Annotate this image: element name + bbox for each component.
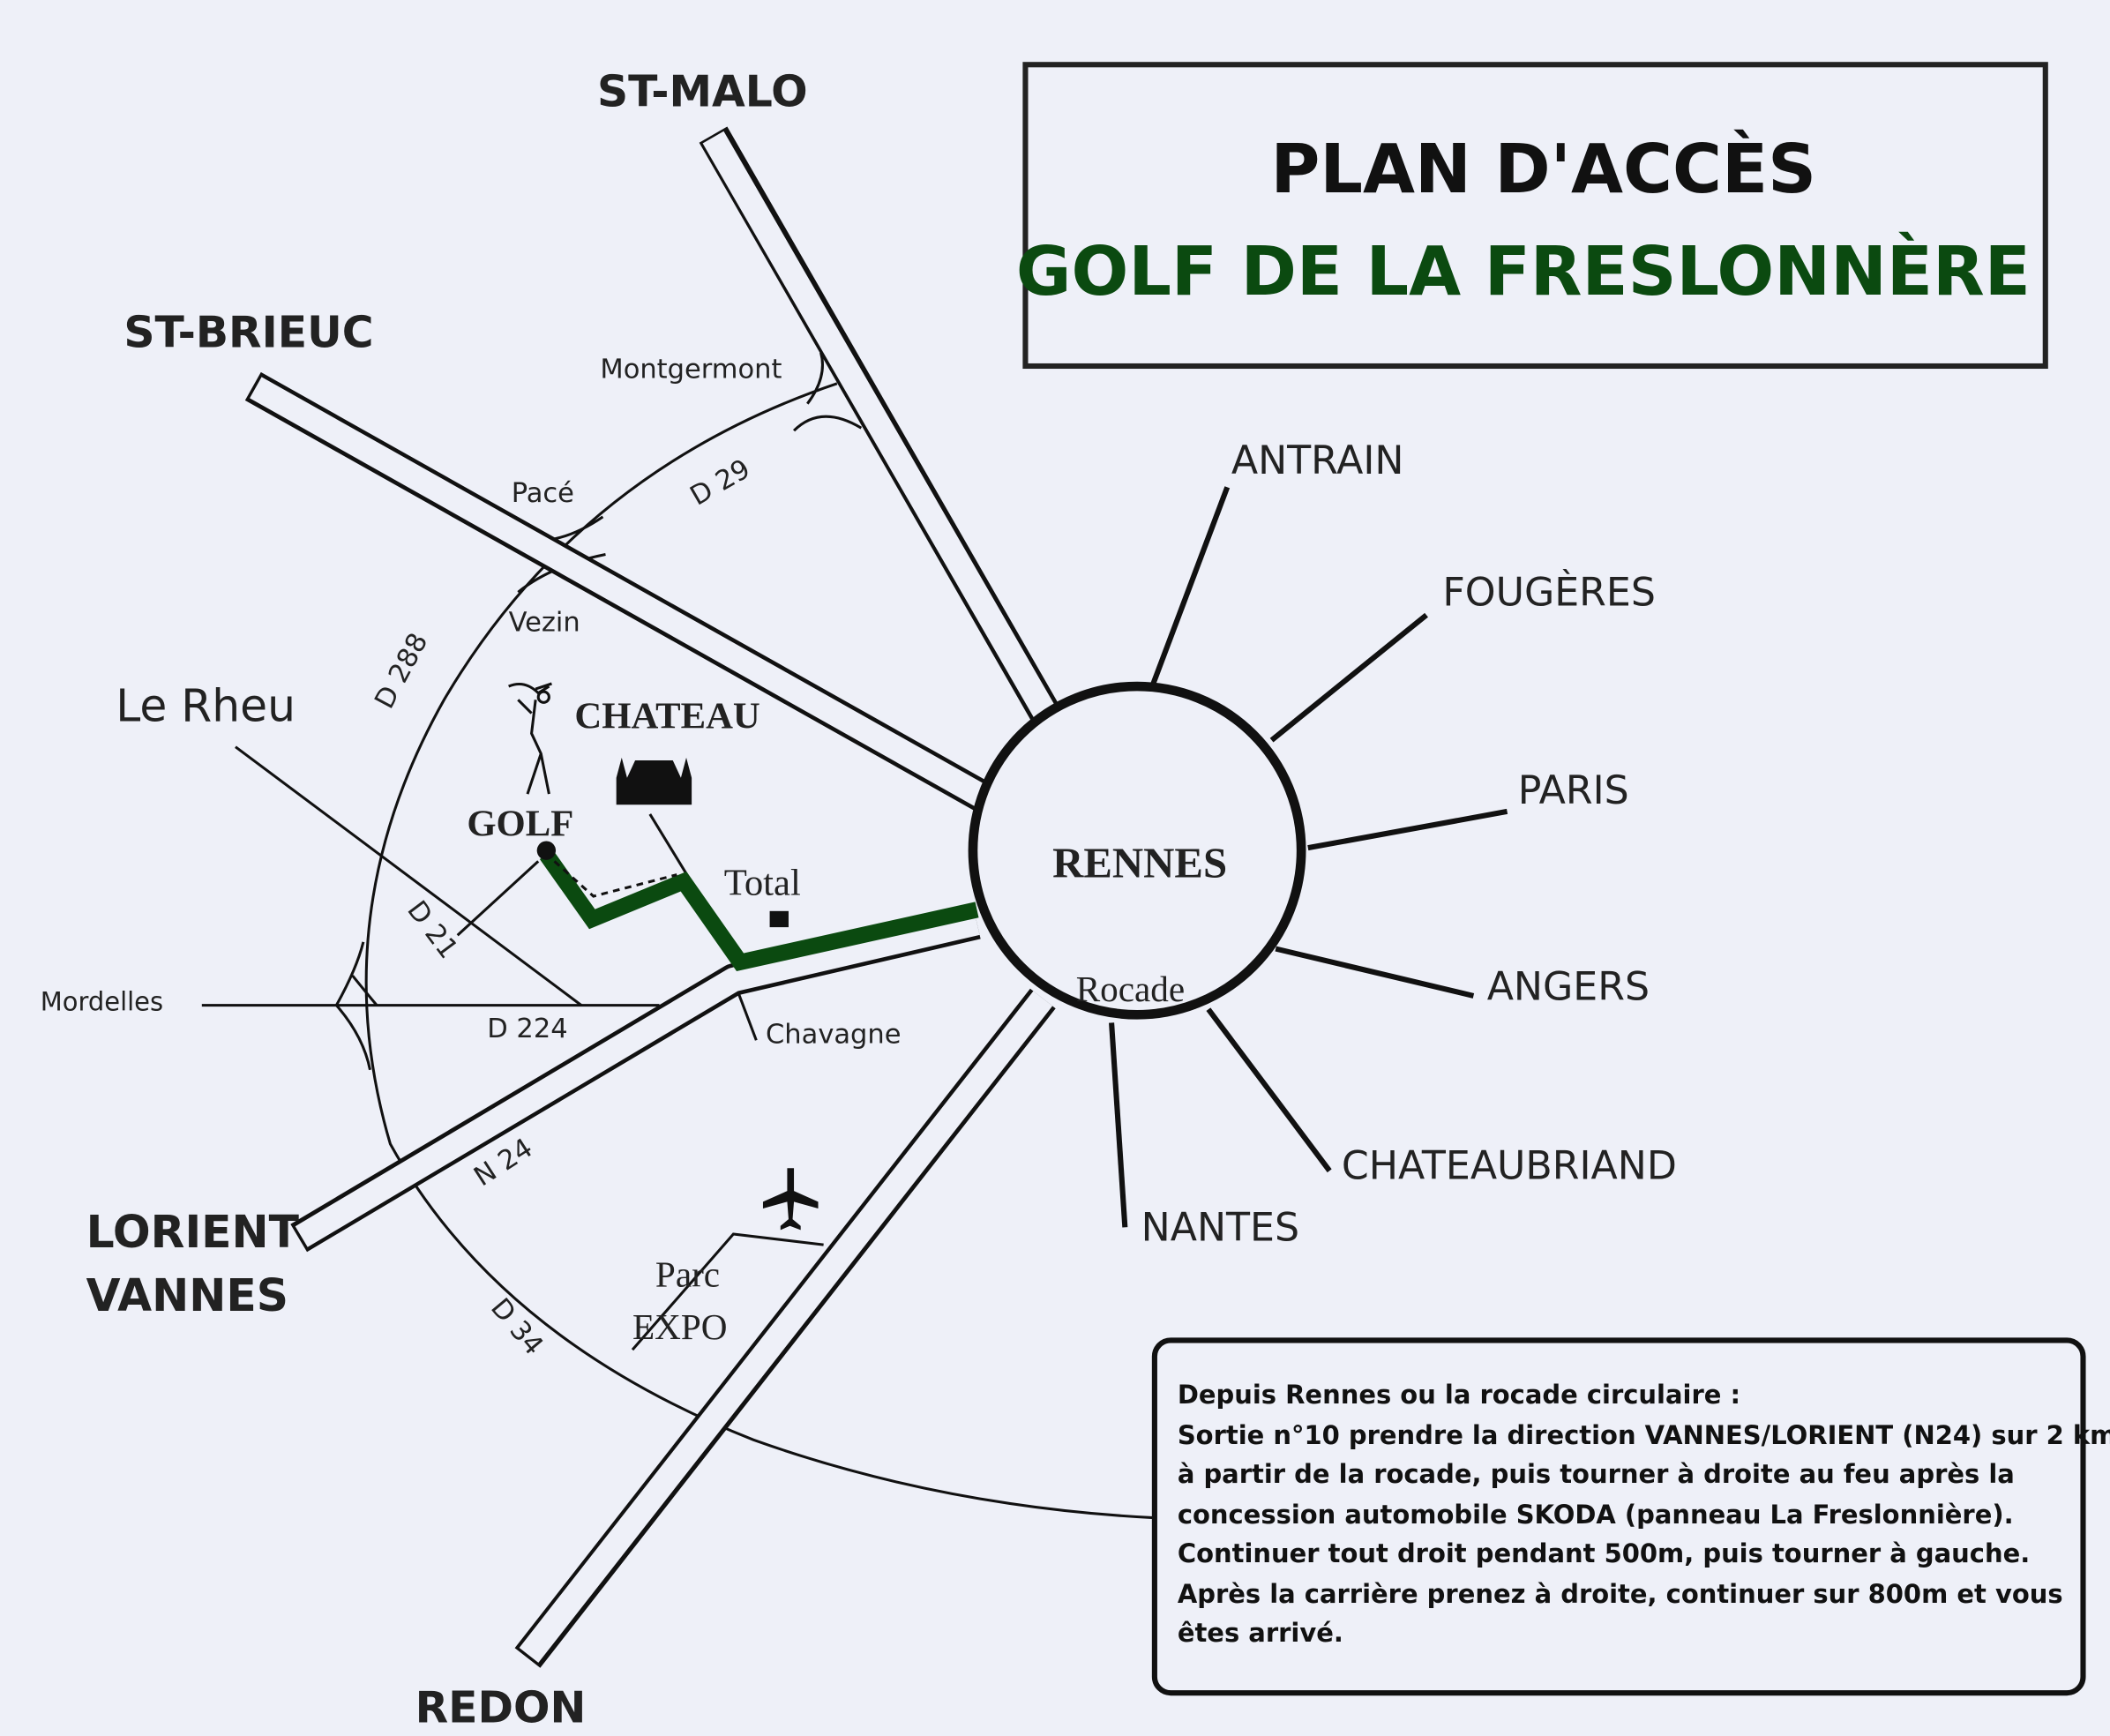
label-angers: ANGERS bbox=[1487, 965, 1650, 1010]
directions-line: êtes arrivé. bbox=[1178, 1618, 1343, 1648]
label-expo: EXPO bbox=[632, 1306, 728, 1347]
label-d224: D 224 bbox=[487, 1014, 567, 1044]
label-le-rheu: Le Rheu bbox=[116, 680, 296, 732]
directions-line: à partir de la rocade, puis tourner à dr… bbox=[1178, 1459, 2015, 1489]
fuel-station-icon bbox=[769, 910, 789, 928]
rocade-ring bbox=[968, 681, 1306, 1020]
spoke-nantes bbox=[1109, 1022, 1128, 1228]
spoke-fougeres bbox=[1269, 612, 1428, 743]
label-paris: PARIS bbox=[1518, 768, 1629, 813]
road-redon bbox=[514, 988, 1056, 1668]
title-line1: PLAN D'ACCÈS bbox=[1270, 130, 1816, 208]
golf-location-marker bbox=[536, 841, 557, 860]
spoke-paris bbox=[1307, 808, 1508, 851]
route-to-golf bbox=[539, 849, 979, 972]
label-redon: REDON bbox=[415, 1683, 587, 1733]
label-chateaubriand: CHATEAUBRIAND bbox=[1342, 1143, 1677, 1188]
airplane-icon bbox=[762, 1168, 819, 1231]
label-pace: Pacé bbox=[512, 478, 574, 509]
label-rennes: RENNES bbox=[1052, 840, 1227, 887]
ring-interchange-montgermont bbox=[792, 352, 863, 432]
label-rocade: Rocade bbox=[1076, 969, 1185, 1009]
road-st-brieuc bbox=[244, 371, 991, 812]
label-st-malo: ST-MALO bbox=[597, 67, 808, 117]
golf-access-road bbox=[456, 860, 540, 937]
directions-line: Après la carrière prenez à droite, conti… bbox=[1178, 1579, 2063, 1609]
spoke-antrain bbox=[1150, 486, 1231, 685]
label-chavagne: Chavagne bbox=[766, 1019, 902, 1050]
road-d21 bbox=[235, 745, 582, 1006]
castle-icon bbox=[616, 757, 692, 805]
directions-line: Sortie n°10 prendre la direction VANNES/… bbox=[1178, 1420, 2110, 1450]
title-box bbox=[1022, 62, 2048, 370]
directions-box bbox=[1151, 1337, 2086, 1696]
golfer-icon bbox=[508, 682, 552, 795]
ring-interchange-mordelles bbox=[335, 941, 378, 1071]
label-mordelles: Mordelles bbox=[41, 987, 163, 1017]
label-parc: Parc bbox=[655, 1253, 720, 1294]
label-lorient: LORIENT bbox=[86, 1206, 300, 1258]
road-st-malo bbox=[699, 126, 1061, 724]
spoke-angers bbox=[1275, 946, 1475, 999]
parc-expo-road bbox=[631, 1232, 824, 1351]
directions-line: concession automobile SKODA (panneau La … bbox=[1178, 1500, 2014, 1530]
directions-line: Depuis Rennes ou la rocade circulaire : bbox=[1178, 1380, 1740, 1410]
label-vezin: Vezin bbox=[509, 608, 580, 639]
directions-line: Continuer tout droit pendant 500m, puis … bbox=[1178, 1538, 2030, 1568]
label-montgermont: Montgermont bbox=[600, 355, 782, 385]
label-total: Total bbox=[724, 863, 801, 904]
label-st-brieuc: ST-BRIEUC bbox=[123, 308, 373, 358]
title-line2: GOLF DE LA FRESLONNÈRE bbox=[1016, 232, 2031, 311]
directions-text: Depuis Rennes ou la rocade circulaire : … bbox=[1178, 1380, 2110, 1648]
label-nantes: NANTES bbox=[1141, 1206, 1299, 1251]
label-fougeres: FOUGÈRES bbox=[1442, 569, 1656, 616]
label-antrain: ANTRAIN bbox=[1231, 438, 1404, 483]
spoke-chateaubriand bbox=[1206, 1007, 1332, 1173]
alt-dashed-path bbox=[553, 860, 677, 898]
label-chateau: CHATEAU bbox=[574, 695, 759, 737]
road-n24-lorient bbox=[290, 907, 981, 1253]
label-golf: GOLF bbox=[467, 803, 573, 844]
label-vannes: VANNES bbox=[86, 1269, 288, 1321]
